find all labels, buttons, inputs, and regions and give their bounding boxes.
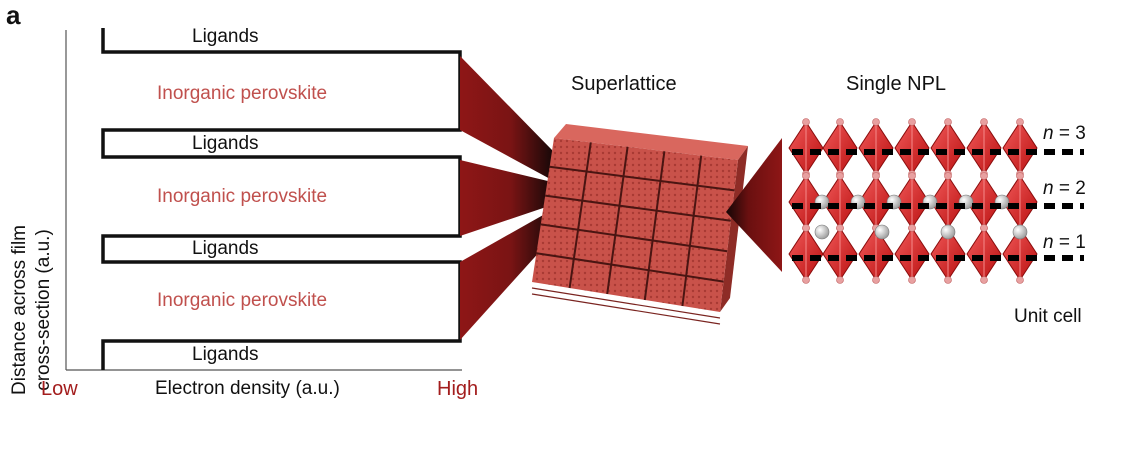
y-axis-title: Distance across film cross-section (a.u.… — [8, 170, 56, 450]
perovskite-label-2: Inorganic perovskite — [157, 186, 328, 207]
halide-atom — [1016, 172, 1024, 180]
cs-atom — [940, 224, 956, 240]
layer-dashed-lines — [792, 149, 1084, 261]
layer-label-n3: n = 3 — [1043, 123, 1086, 144]
halide-atom — [802, 118, 810, 126]
superlattice-grid-line — [568, 142, 592, 289]
superlattice-grid-line — [536, 252, 724, 283]
cs-atom — [1012, 224, 1028, 240]
halide-atom — [1016, 118, 1024, 126]
superlattice-grid-line — [540, 223, 728, 253]
ligands-label-2: Ligands — [192, 133, 259, 154]
superlattice-grid-line — [549, 165, 735, 192]
halide-atom — [872, 276, 880, 284]
halide-atom — [944, 276, 952, 284]
perovskite-label-3: Inorganic perovskite — [157, 290, 328, 311]
superlattice-grid-line — [606, 146, 629, 295]
profile-zoom-fan — [460, 56, 552, 340]
single-npl-title: Single NPL — [846, 73, 947, 95]
halide-atom — [836, 276, 844, 284]
halide-atom — [908, 172, 916, 180]
npl-zoom-fan — [726, 138, 782, 272]
unit-cell-label: Unit cell — [1014, 306, 1082, 327]
halide-atom — [944, 118, 952, 126]
halide-atom — [1016, 276, 1024, 284]
halide-atom — [802, 172, 810, 180]
halide-atom — [944, 172, 952, 180]
superlattice-cube — [531, 124, 748, 325]
layer-label-n2: n = 2 — [1043, 178, 1086, 199]
perovskite-label-1: Inorganic perovskite — [157, 83, 328, 104]
halide-atom — [872, 118, 880, 126]
halide-atom — [980, 224, 988, 232]
x-axis-high-label: High — [437, 378, 479, 400]
halide-atom — [836, 118, 844, 126]
halide-atom — [802, 224, 810, 232]
panel-label: a — [6, 0, 21, 30]
halide-atom — [980, 276, 988, 284]
y-axis-title-line2: cross-section (a.u.) — [33, 229, 54, 391]
superlattice-grid-line — [545, 194, 731, 222]
ligands-label-1: Ligands — [192, 26, 259, 47]
cs-atom — [814, 224, 830, 240]
cs-atom — [874, 224, 890, 240]
halide-atom — [872, 172, 880, 180]
superlattice-grid-line — [643, 151, 666, 301]
superlattice-grid-line — [681, 155, 703, 307]
figure-graphic — [65, 28, 1084, 371]
halide-atom — [802, 276, 810, 284]
y-axis-title-line1: Distance across film — [9, 225, 30, 395]
layer-label-n1: n = 1 — [1043, 232, 1086, 253]
halide-atom — [836, 172, 844, 180]
halide-atom — [980, 172, 988, 180]
npl-structure — [788, 118, 1038, 284]
halide-atom — [908, 224, 916, 232]
x-axis-title: Electron density (a.u.) — [155, 378, 340, 399]
ligands-label-3: Ligands — [192, 238, 259, 259]
halide-atom — [908, 276, 916, 284]
profile-axes — [65, 30, 462, 371]
halide-atom — [908, 118, 916, 126]
x-axis-low-label: Low — [41, 378, 78, 400]
superlattice-title: Superlattice — [571, 73, 677, 95]
halide-atom — [836, 224, 844, 232]
ligands-label-4: Ligands — [192, 344, 259, 365]
halide-atom — [980, 118, 988, 126]
